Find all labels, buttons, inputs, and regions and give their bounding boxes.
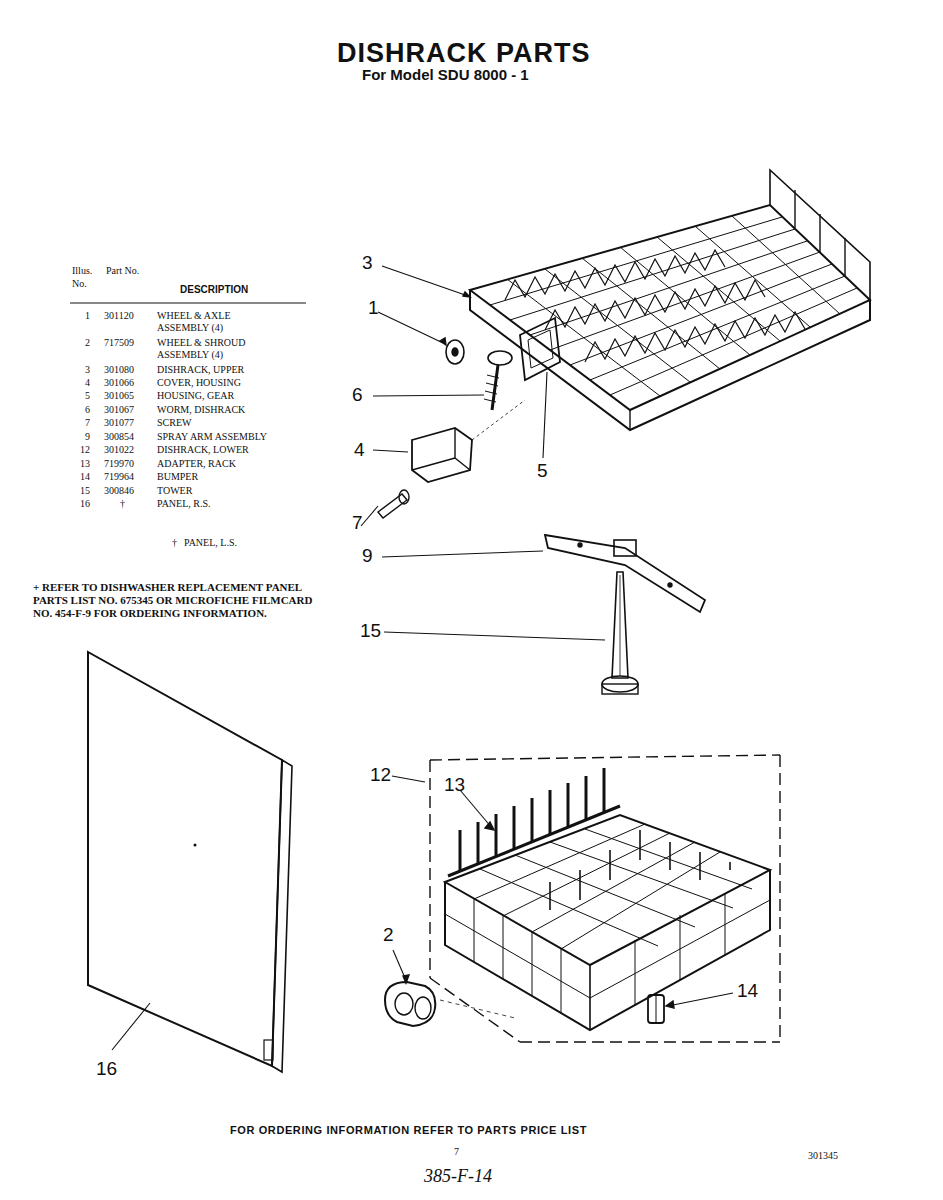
callout-number: 13 [444,774,465,796]
callout-number: 3 [362,252,373,274]
callout-number: 12 [370,764,391,786]
table-cell: 14 [66,471,90,483]
table-cell: 300846 [104,485,134,497]
table-cell: 5 [66,390,90,402]
table-cell: WHEEL & AXLE ASSEMBLY (4) [157,310,267,334]
table-header: DESCRIPTION [180,284,248,296]
table-cell: 301066 [104,377,134,389]
callout-number: 9 [362,545,373,567]
table-cell: 301120 [104,310,134,322]
table-cell: 301067 [104,404,134,416]
table-cell: WORM, DISHRACK [157,404,245,416]
table-cell: 301065 [104,390,134,402]
table-cell: 9 [66,431,90,443]
callout-number: 14 [737,980,758,1002]
note: + REFER TO DISHWASHER REPLACEMENT PANEL … [33,581,325,620]
page-mark: 385-F-14 [424,1166,492,1187]
footer-note: FOR ORDERING INFORMATION REFER TO PARTS … [230,1124,587,1137]
table-cell: COVER, HOUSING [157,377,241,389]
table-cell: 3 [66,364,90,376]
table-cell: 4 [66,377,90,389]
table-cell: TOWER [157,485,192,497]
table-cell: DISHRACK, UPPER [157,364,244,376]
table-cell: PANEL, L.S. [184,537,237,549]
table-cell: 719964 [104,471,134,483]
table-cell: 15 [66,485,90,497]
table-cell: ADAPTER, RACK [157,458,236,470]
table-cell: 1 [66,310,90,322]
table-cell: 717509 [104,337,134,349]
model-subtitle: For Model SDU 8000 - 1 [362,66,529,83]
table-cell: 13 [66,458,90,470]
table-header: Illus. No. [72,264,106,290]
table-cell: WHEEL & SHROUD ASSEMBLY (4) [157,337,267,361]
table-header: Part No. [106,264,142,277]
table-cell: 2 [66,337,90,349]
callout-number: 2 [383,924,394,946]
table-cell: 301077 [104,417,134,429]
table-cell: † [172,537,177,549]
table-cell: 719970 [104,458,134,470]
table-cell: 16 [66,498,90,510]
callout-number: 6 [352,384,363,406]
table-cell: 301022 [104,444,134,456]
table-cell: 6 [66,404,90,416]
callout-number: 16 [96,1058,117,1080]
callout-number: 15 [360,620,381,642]
table-cell: 301080 [104,364,134,376]
table-cell: PANEL, R.S. [157,498,211,510]
table-cell: SPRAY ARM ASSEMBLY [157,431,267,443]
table-cell: DISHRACK, LOWER [157,444,249,456]
table-cell: SCREW [157,417,191,429]
page-mark: 7 [454,1146,459,1158]
page-title: DISHRACK PARTS [337,38,591,69]
table-cell: 300854 [104,431,134,443]
table-cell: 12 [66,444,90,456]
callout-number: 7 [352,512,363,534]
table-cell: BUMPER [157,471,198,483]
callout-number: 5 [537,460,548,482]
table-cell: HOUSING, GEAR [157,390,234,402]
page-mark: 301345 [808,1150,838,1162]
callout-number: 1 [368,297,379,319]
table-cell: † [120,498,125,510]
table-cell: 7 [66,417,90,429]
callout-number: 4 [354,439,365,461]
